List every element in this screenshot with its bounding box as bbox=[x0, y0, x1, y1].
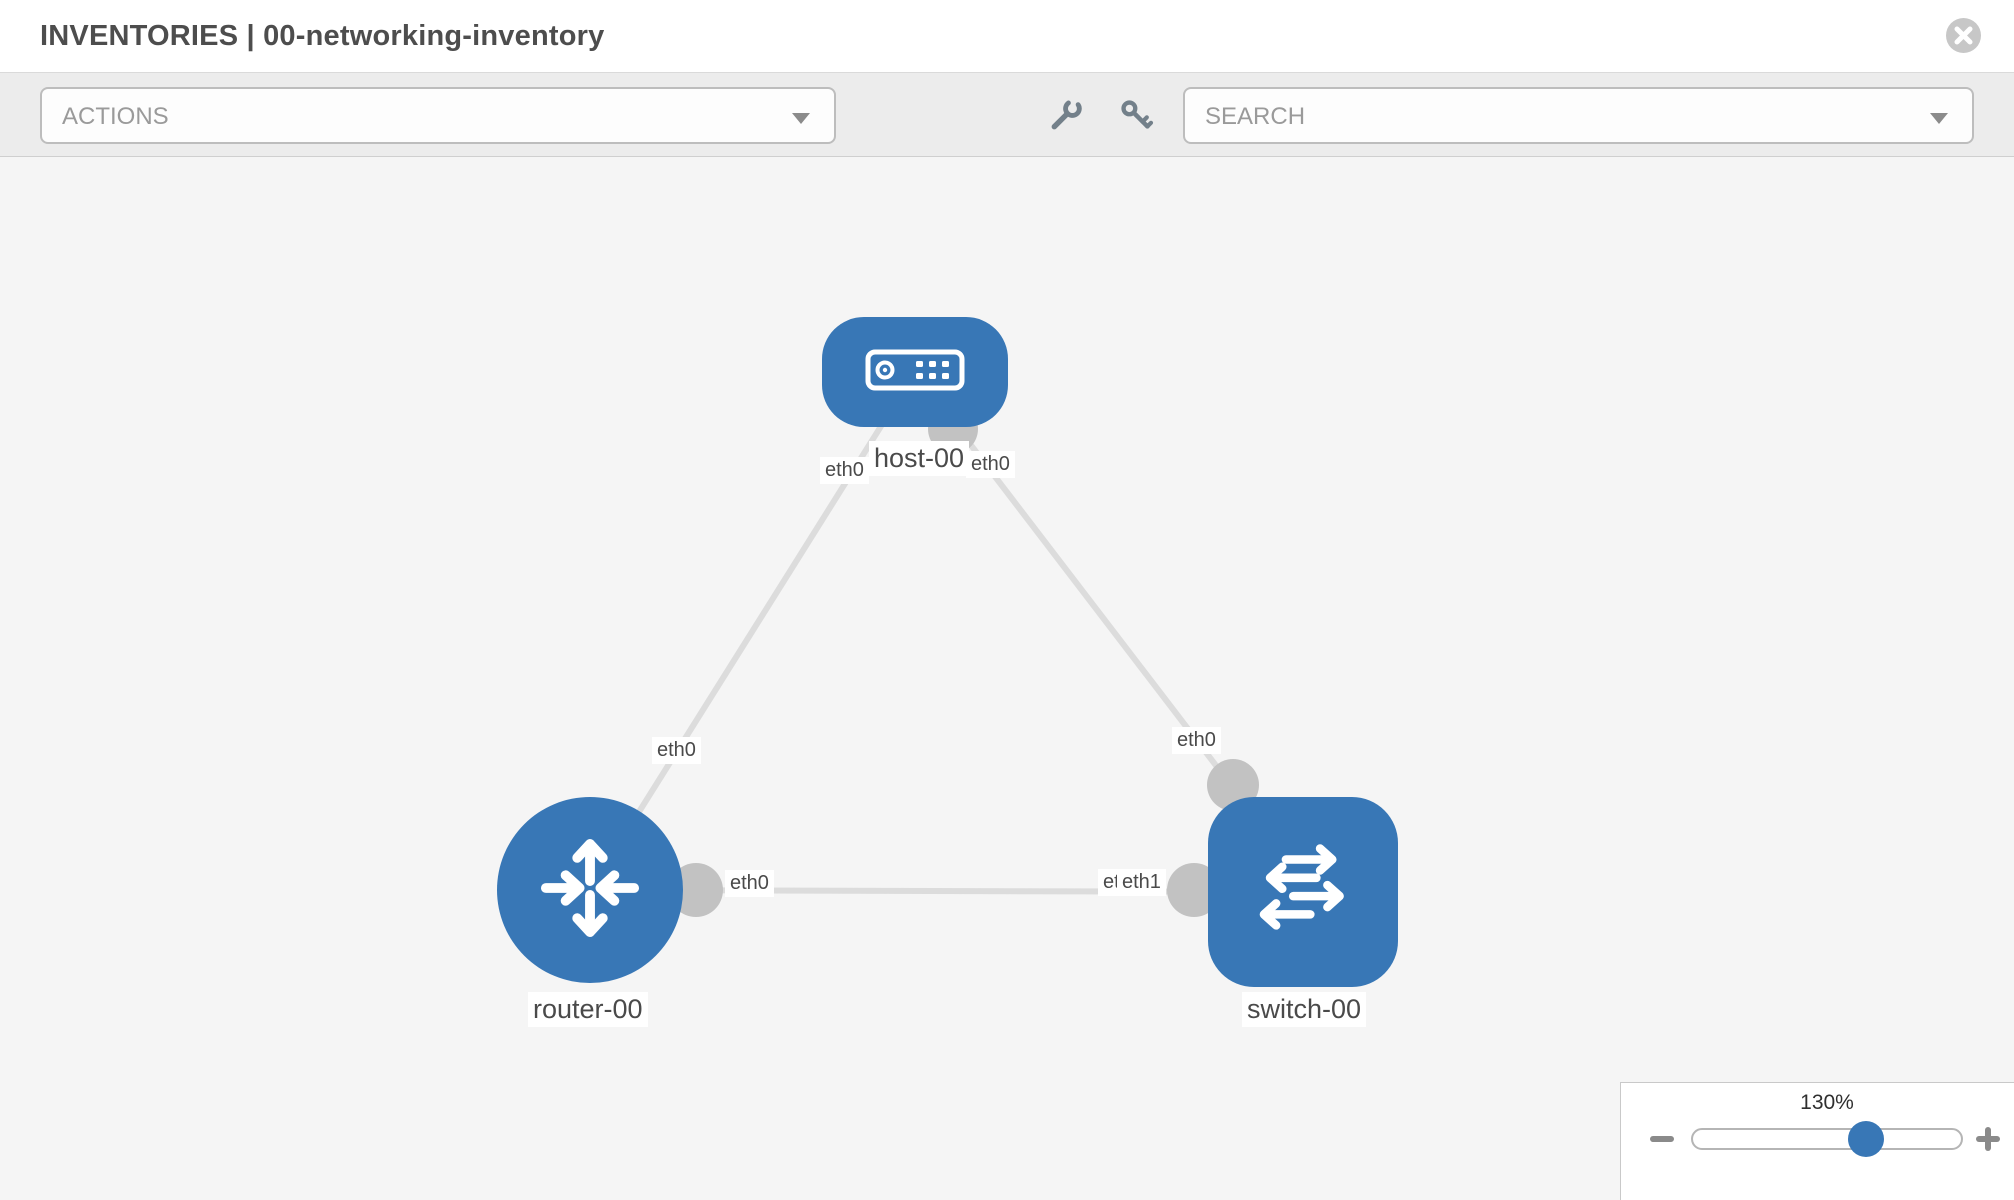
search-dropdown[interactable]: SEARCH bbox=[1183, 87, 1974, 144]
zoom-in-button[interactable] bbox=[1973, 1123, 2003, 1153]
zoom-control-panel: 130% bbox=[1620, 1082, 2014, 1200]
interface-label-host-right: eth0 bbox=[966, 451, 1015, 478]
router-arrows-icon bbox=[532, 830, 648, 951]
node-host-00[interactable] bbox=[822, 317, 1008, 427]
zoom-level-value: 130% bbox=[1800, 1091, 1854, 1114]
search-dropdown-label: SEARCH bbox=[1205, 103, 1306, 130]
plus-icon bbox=[1985, 1127, 1991, 1151]
connector-switch-left bbox=[1167, 863, 1221, 917]
node-label-host: host-00 bbox=[869, 441, 970, 477]
zoom-slider-thumb[interactable] bbox=[1848, 1121, 1884, 1157]
node-label-router: router-00 bbox=[528, 992, 648, 1028]
chevron-down-icon bbox=[1930, 113, 1948, 124]
panel-header: INVENTORIES | 00-networking-inventory bbox=[0, 0, 2014, 72]
interface-label-host-left: eth0 bbox=[820, 457, 869, 484]
zoom-slider-track[interactable] bbox=[1691, 1121, 1963, 1157]
toolbar: ACTIONS SEARCH bbox=[0, 72, 2014, 157]
connector-router-right bbox=[669, 863, 723, 917]
links-layer bbox=[587, 370, 1304, 917]
switch-arrows-icon bbox=[1242, 829, 1364, 956]
page-title: INVENTORIES | 00-networking-inventory bbox=[40, 20, 605, 52]
interface-label-router-top: eth0 bbox=[652, 737, 701, 764]
interface-label-switch-top: eth0 bbox=[1172, 727, 1221, 754]
key-icon[interactable] bbox=[1118, 97, 1154, 133]
zoom-out-button[interactable] bbox=[1647, 1123, 1677, 1153]
node-router-00[interactable] bbox=[497, 797, 683, 983]
chevron-down-icon bbox=[792, 113, 810, 124]
actions-dropdown[interactable]: ACTIONS bbox=[40, 87, 836, 144]
close-button[interactable] bbox=[1946, 18, 1981, 53]
topology-canvas[interactable]: host-00 router-00 switch-00 eth0 eth0 et… bbox=[0, 157, 2014, 1200]
interface-label-switch-left: eth1 bbox=[1117, 869, 1166, 896]
actions-dropdown-label: ACTIONS bbox=[62, 103, 169, 130]
minus-icon bbox=[1650, 1136, 1674, 1142]
interface-label-router-right: eth0 bbox=[725, 870, 774, 897]
node-switch-00[interactable] bbox=[1208, 797, 1398, 987]
node-label-switch: switch-00 bbox=[1242, 992, 1367, 1028]
wrench-icon[interactable] bbox=[1048, 97, 1084, 133]
server-icon bbox=[865, 349, 965, 396]
